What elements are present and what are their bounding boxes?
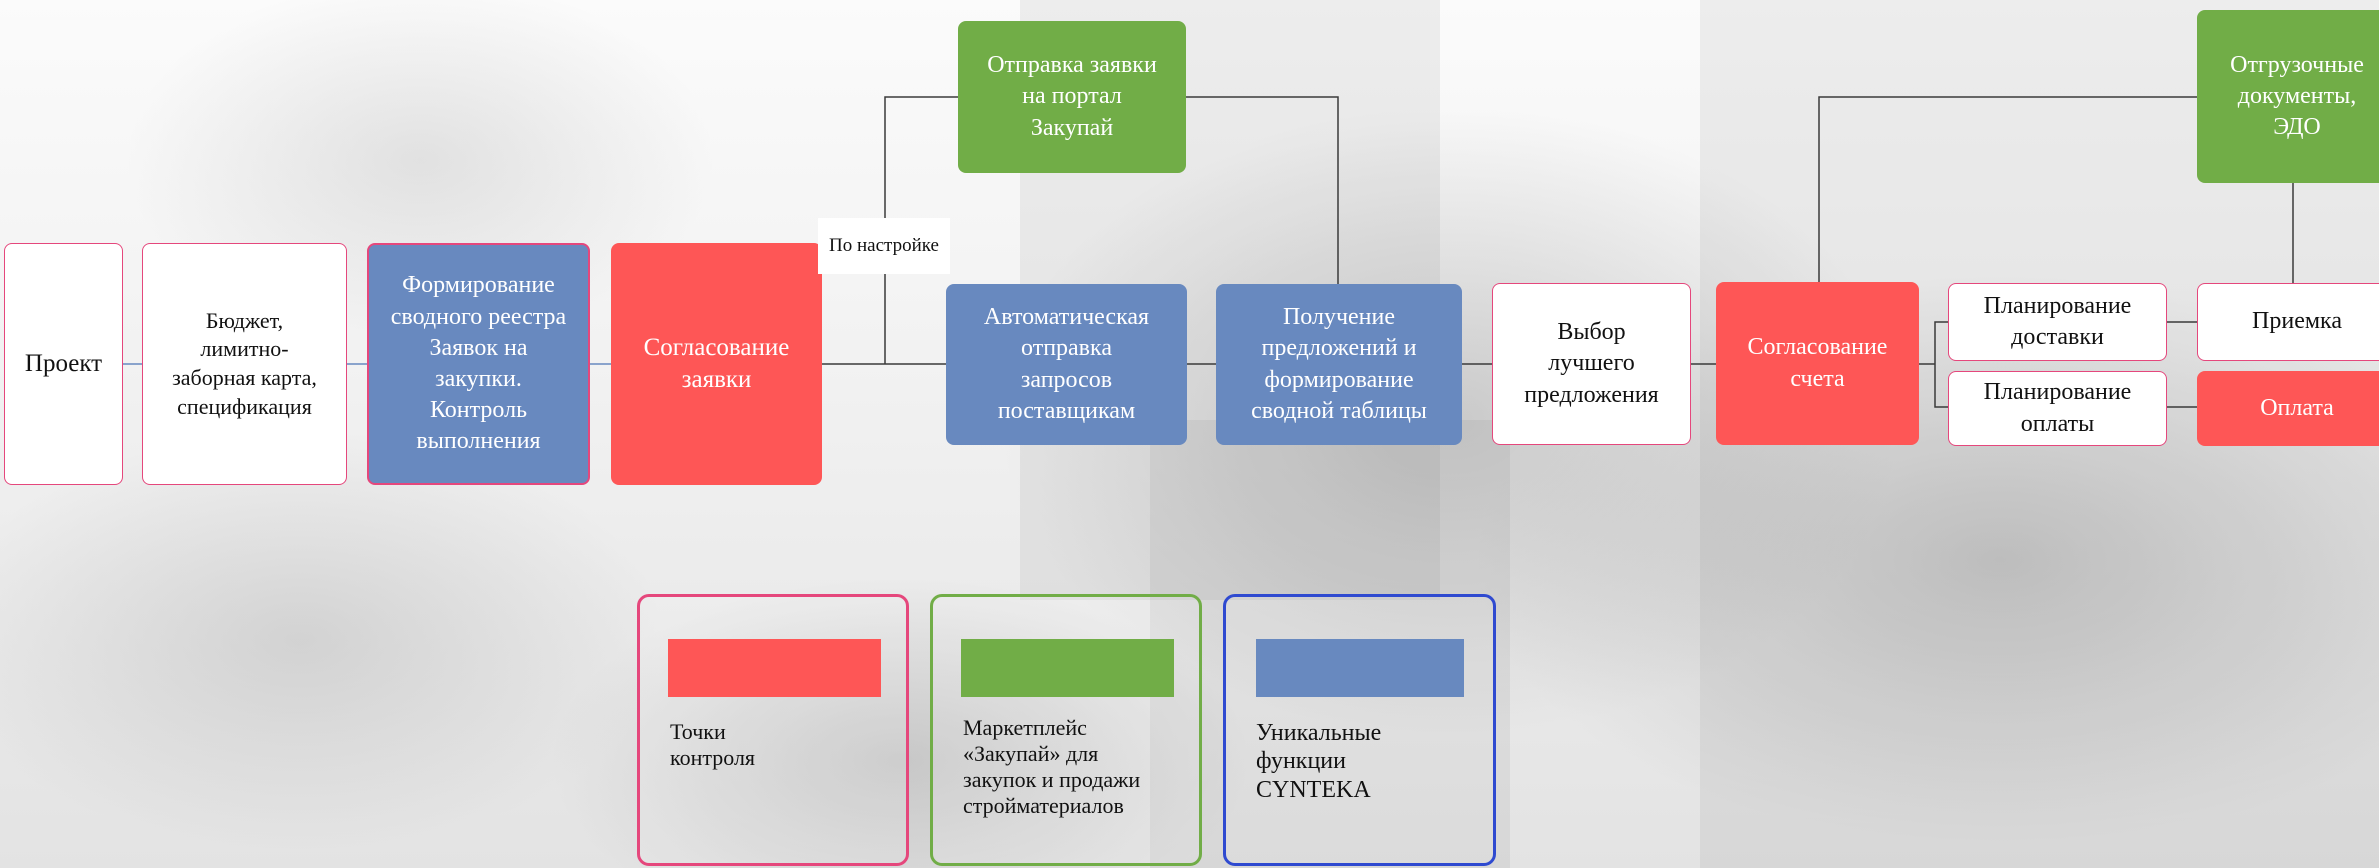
- legend-line: функции: [1256, 748, 1346, 775]
- approve-invoice-line: счета: [1790, 365, 1845, 392]
- legend-line: Точки: [670, 719, 726, 744]
- plan-delivery-box: Планирование доставки: [1948, 283, 2167, 361]
- legend-line: стройматериалов: [963, 792, 1124, 818]
- budget-line: заборная карта,: [172, 365, 317, 390]
- best-offer-box: Выбор лучшего предложения: [1492, 283, 1691, 445]
- connector-branch-delivery: [1934, 321, 1948, 364]
- plan-payment-line: Планирование: [1983, 379, 2132, 406]
- connector-portal-receive: [1186, 96, 1339, 284]
- legend-unique-functions: Уникальные функции CYNTEKA: [1223, 594, 1496, 866]
- registry-line: закупки.: [435, 366, 522, 392]
- registry-line: выполнения: [416, 428, 541, 455]
- auto-send-line: отправка: [1021, 335, 1112, 362]
- portal-box: Отправка заявки на портал Закупай: [958, 21, 1186, 173]
- payment-label: Оплата: [2260, 394, 2334, 421]
- legend-control-points: Точки контроля: [637, 594, 909, 866]
- approve-request-line: Согласование: [643, 333, 790, 361]
- auto-send-line: Автоматическая: [983, 304, 1150, 331]
- receive-line: формирование: [1264, 366, 1414, 393]
- acceptance-box: Приемка: [2197, 283, 2379, 361]
- registry-box: Формирование сводного реестра Заявок на …: [367, 243, 590, 485]
- best-offer-line: предложения: [1524, 381, 1659, 408]
- legend-text-control: Точки контроля: [670, 719, 890, 771]
- legend-line: Уникальные: [1256, 720, 1382, 746]
- budget-line: Бюджет,: [205, 307, 284, 333]
- legend-line: CYNTEKA: [1256, 776, 1371, 803]
- receive-line: Получение: [1282, 304, 1396, 331]
- approve-invoice-box: Согласование счета: [1716, 282, 1919, 445]
- connector-to-portal: [884, 96, 958, 364]
- payment-box: Оплата: [2197, 371, 2379, 446]
- legend-line: закупок и продажи: [963, 766, 1141, 792]
- connector-branch-payment: [1934, 364, 1948, 408]
- budget-line: лимитно-: [200, 336, 289, 362]
- legend-marketplace: Маркетплейс «Закупай» для закупок и прод…: [930, 594, 1202, 866]
- plan-delivery-line: доставки: [2011, 324, 2104, 350]
- receive-line: предложений и: [1261, 335, 1417, 362]
- shipping-docs-line: ЭДО: [2273, 114, 2321, 141]
- acceptance-label: Приемка: [2252, 308, 2342, 335]
- shipping-docs-box: Отгрузочные документы, ЭДО: [2197, 10, 2379, 183]
- legend-text-marketplace: Маркетплейс «Закупай» для закупок и прод…: [963, 715, 1183, 819]
- approve-request-line: заявки: [681, 366, 752, 393]
- auto-send-line: поставщикам: [997, 397, 1136, 424]
- project-box: Проект: [4, 243, 123, 485]
- legend-line: «Закупай» для: [963, 740, 1099, 766]
- auto-send-box: Автоматическая отправка запросов поставщ…: [946, 284, 1187, 445]
- budget-box: Бюджет, лимитно- заборная карта, специфи…: [142, 243, 347, 485]
- auto-send-line: запросов: [1020, 366, 1113, 393]
- budget-line: спецификация: [177, 393, 312, 419]
- best-offer-line: лучшего: [1548, 350, 1635, 377]
- shipping-docs-line: Отгрузочные: [2230, 51, 2364, 78]
- plan-payment-box: Планирование оплаты: [1948, 371, 2167, 446]
- approve-request-box: Согласование заявки: [611, 243, 822, 485]
- legend-line: контроля: [670, 744, 756, 770]
- legend-text-unique: Уникальные функции CYNTEKA: [1256, 719, 1476, 804]
- plan-payment-line: оплаты: [2020, 410, 2095, 437]
- portal-line: Отправка заявки: [987, 52, 1157, 79]
- registry-line: Заявок на: [429, 334, 528, 361]
- legend-swatch-green: [961, 639, 1174, 697]
- approve-invoice-line: Согласование: [1747, 334, 1888, 361]
- portal-line: на портал: [1022, 83, 1122, 110]
- shipping-docs-line: документы,: [2237, 82, 2357, 109]
- registry-line: Контроль: [429, 397, 528, 424]
- legend-line: Маркетплейс: [963, 715, 1087, 740]
- best-offer-line: Выбор: [1557, 319, 1626, 346]
- registry-line: Формирование: [402, 272, 555, 299]
- receive-line: сводной таблицы: [1251, 397, 1427, 424]
- connector-invoice-docs: [1818, 96, 2197, 282]
- legend-swatch-red: [668, 639, 881, 697]
- legend-swatch-blue: [1256, 639, 1464, 697]
- plan-delivery-line: Планирование: [1983, 292, 2132, 319]
- receive-box: Получение предложений и формирование сво…: [1216, 284, 1462, 445]
- portal-line: Закупай: [1030, 114, 1114, 141]
- setting-tag: По настройке: [818, 218, 950, 274]
- registry-line: сводного реестра: [390, 303, 567, 330]
- project-label: Проект: [24, 349, 103, 377]
